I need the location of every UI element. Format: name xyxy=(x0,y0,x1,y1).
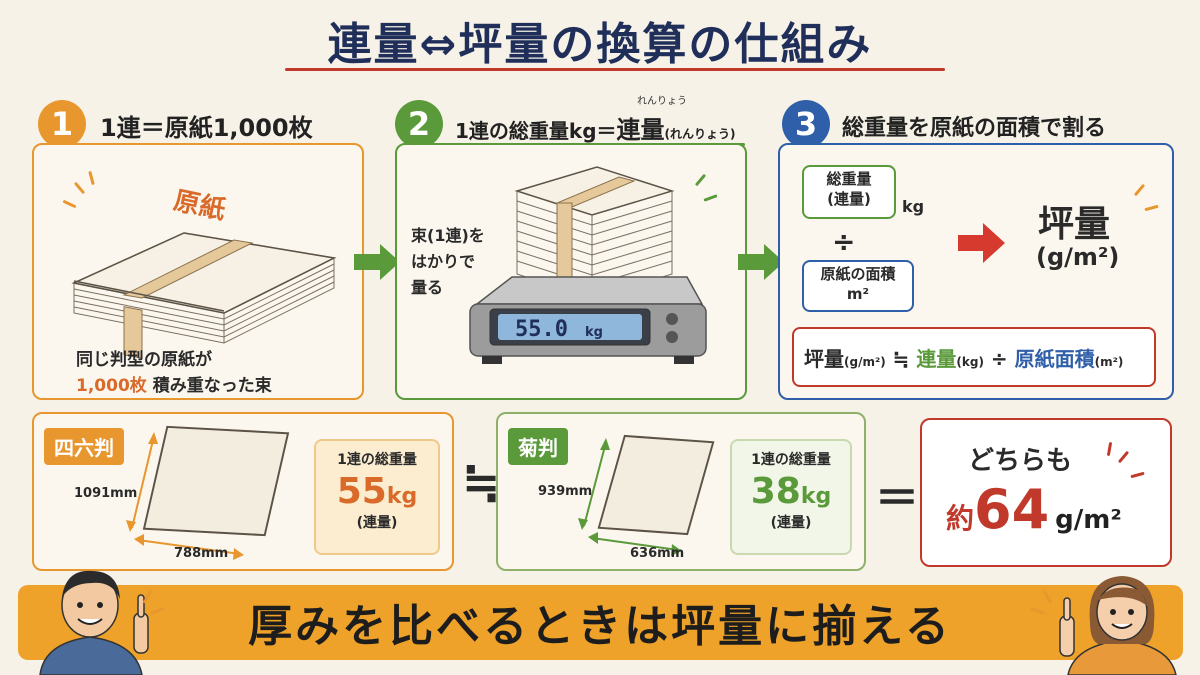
weight-sub: (連量) xyxy=(770,515,812,531)
step-1-badge: 1 xyxy=(38,100,86,148)
formula-term-b: 連量 xyxy=(916,347,957,371)
bottom-banner xyxy=(18,585,1183,660)
step-3-heading: 総重量を原紙の面積で割る xyxy=(842,116,1107,141)
formula-unit-b: (kg) xyxy=(956,355,984,369)
formula-box: 坪量(g/m²) ≒ 連量(kg) ÷ 原紙面積(m²) xyxy=(792,327,1156,387)
formula-term-a: 坪量 xyxy=(804,347,844,371)
formula-divide: ÷ xyxy=(990,347,1008,371)
dimension-arrows xyxy=(578,438,682,556)
weight-value: 38 xyxy=(750,471,801,512)
numerator-line2: (連量) xyxy=(827,190,871,208)
weight-value: 55 xyxy=(336,471,387,512)
step-2-panel: 束(1連)を はかりで 量る 55.0 kg xyxy=(395,143,747,400)
weight-value-row: 55kg xyxy=(316,471,438,512)
numerator-unit: kg xyxy=(902,197,925,216)
shiroku-weight-box: 1連の総重量 55kg (連量) xyxy=(314,439,440,555)
weight-sub: (連量) xyxy=(356,515,398,531)
panel-1-caption-line1: 同じ判型の原紙が xyxy=(76,350,212,370)
formula-unit-a: (g/m²) xyxy=(844,355,886,369)
equals-symbol: ＝ xyxy=(875,473,919,524)
caption-text: 積み重なった束 xyxy=(152,376,272,396)
kiku-tag: 菊判 xyxy=(508,428,568,465)
divide-symbol: ÷ xyxy=(832,225,856,258)
height-label: 939mm xyxy=(538,484,593,499)
count-highlight: 1,000枚 xyxy=(76,376,147,396)
result-title: 坪量 xyxy=(1038,204,1111,245)
panel-1-caption-line2: 1,000枚 積み重なった束 xyxy=(76,371,272,396)
denominator-line2: m² xyxy=(846,285,870,303)
bottom-message: 厚みを比べるときは坪量に揃える xyxy=(248,601,952,652)
arrow-right-icon xyxy=(958,235,984,251)
shiroku-panel: 四六判 1091mm 788mm 1連の総重量 55kg (連量) xyxy=(32,412,454,571)
approx-symbol: ≒ xyxy=(462,455,501,509)
spark-mark xyxy=(1130,471,1145,479)
result-unit: g/m² xyxy=(1055,505,1122,535)
side-text-line: 量る xyxy=(411,278,444,297)
shiroku-tag: 四六判 xyxy=(44,428,124,465)
formula-text: 坪量(g/m²) ≒ 連量(kg) ÷ 原紙面積(m²) xyxy=(804,343,1123,372)
arrow-head-icon xyxy=(983,223,1005,263)
step-2-heading: 1連の総重量kg＝連量(れんりょう) xyxy=(455,110,736,145)
spark-mark xyxy=(1133,183,1146,197)
kiku-weight-box: 1連の総重量 38kg (連量) xyxy=(730,439,852,555)
width-label: 788mm xyxy=(174,546,229,561)
weight-unit: kg xyxy=(386,484,418,509)
step-3-badge: 3 xyxy=(782,100,830,148)
formula-term-c: 原紙面積 xyxy=(1014,347,1095,371)
side-text-line: 束(1連)を xyxy=(411,226,485,245)
paper-bundle-illustration xyxy=(71,232,337,359)
width-label: 636mm xyxy=(630,546,685,561)
result-unit: (g/m²) xyxy=(1036,243,1120,271)
formula-approx: ≒ xyxy=(892,347,910,371)
step-3-panel: 総重量 (連量) kg ÷ 原紙の面積 m² 坪量 (g/m²) 坪量(g/m²… xyxy=(778,143,1174,400)
weight-unit: kg xyxy=(800,484,832,509)
woman-pointing-illustration xyxy=(1059,576,1177,675)
weight-label: 1連の総重量 xyxy=(337,452,417,468)
title-underline xyxy=(285,68,945,71)
denominator-box: 原紙の面積 m² xyxy=(802,260,914,312)
weight-value-row: 38kg xyxy=(732,471,850,512)
spark-mark xyxy=(1106,441,1113,457)
formula-unit-c: (m²) xyxy=(1094,355,1124,369)
man-pointing-illustration xyxy=(39,570,149,675)
kiku-panel: 菊判 939mm 636mm 1連の総重量 38kg (連量) xyxy=(496,412,866,571)
step-1-heading: 1連＝原紙1,000枚 xyxy=(100,114,313,142)
ruby-text: れんりょう xyxy=(637,96,687,107)
arrow-right-icon xyxy=(354,254,382,270)
side-text-line: はかりで xyxy=(411,252,476,271)
denominator-line1: 原紙の面積 xyxy=(820,265,896,283)
step-1-panel: 原紙 同じ判型の原紙が 1,000枚 積み重なった束 xyxy=(32,143,364,400)
step-2-badge: 2 xyxy=(395,100,443,148)
result-value: 64 xyxy=(974,478,1050,541)
numerator-box: 総重量 (連量) xyxy=(802,165,896,219)
heading-emph: 連量 xyxy=(616,116,665,144)
scale-display-value: 55.0 xyxy=(515,317,568,342)
heading-paren: (れんりょう) xyxy=(664,127,736,141)
scale-display-unit: kg xyxy=(585,325,603,340)
result-prefix: 約 xyxy=(946,502,975,535)
heading-prefix: 1連の総重量kg＝ xyxy=(455,119,617,143)
weight-label: 1連の総重量 xyxy=(751,452,831,468)
scale-illustration xyxy=(469,166,707,364)
numerator-line1: 総重量 xyxy=(826,170,872,188)
panel-2-side-text: 束(1連)を はかりで 量る xyxy=(411,223,485,301)
spark-mark xyxy=(1117,450,1130,464)
result-line1: どちらも xyxy=(968,446,1073,476)
dimension-arrows xyxy=(126,432,244,560)
page-title: 連量⇔坪量の換算の仕組み xyxy=(327,19,873,70)
height-label: 1091mm xyxy=(74,486,138,501)
arrow-right-icon xyxy=(738,254,766,270)
spark-mark xyxy=(1144,204,1159,212)
